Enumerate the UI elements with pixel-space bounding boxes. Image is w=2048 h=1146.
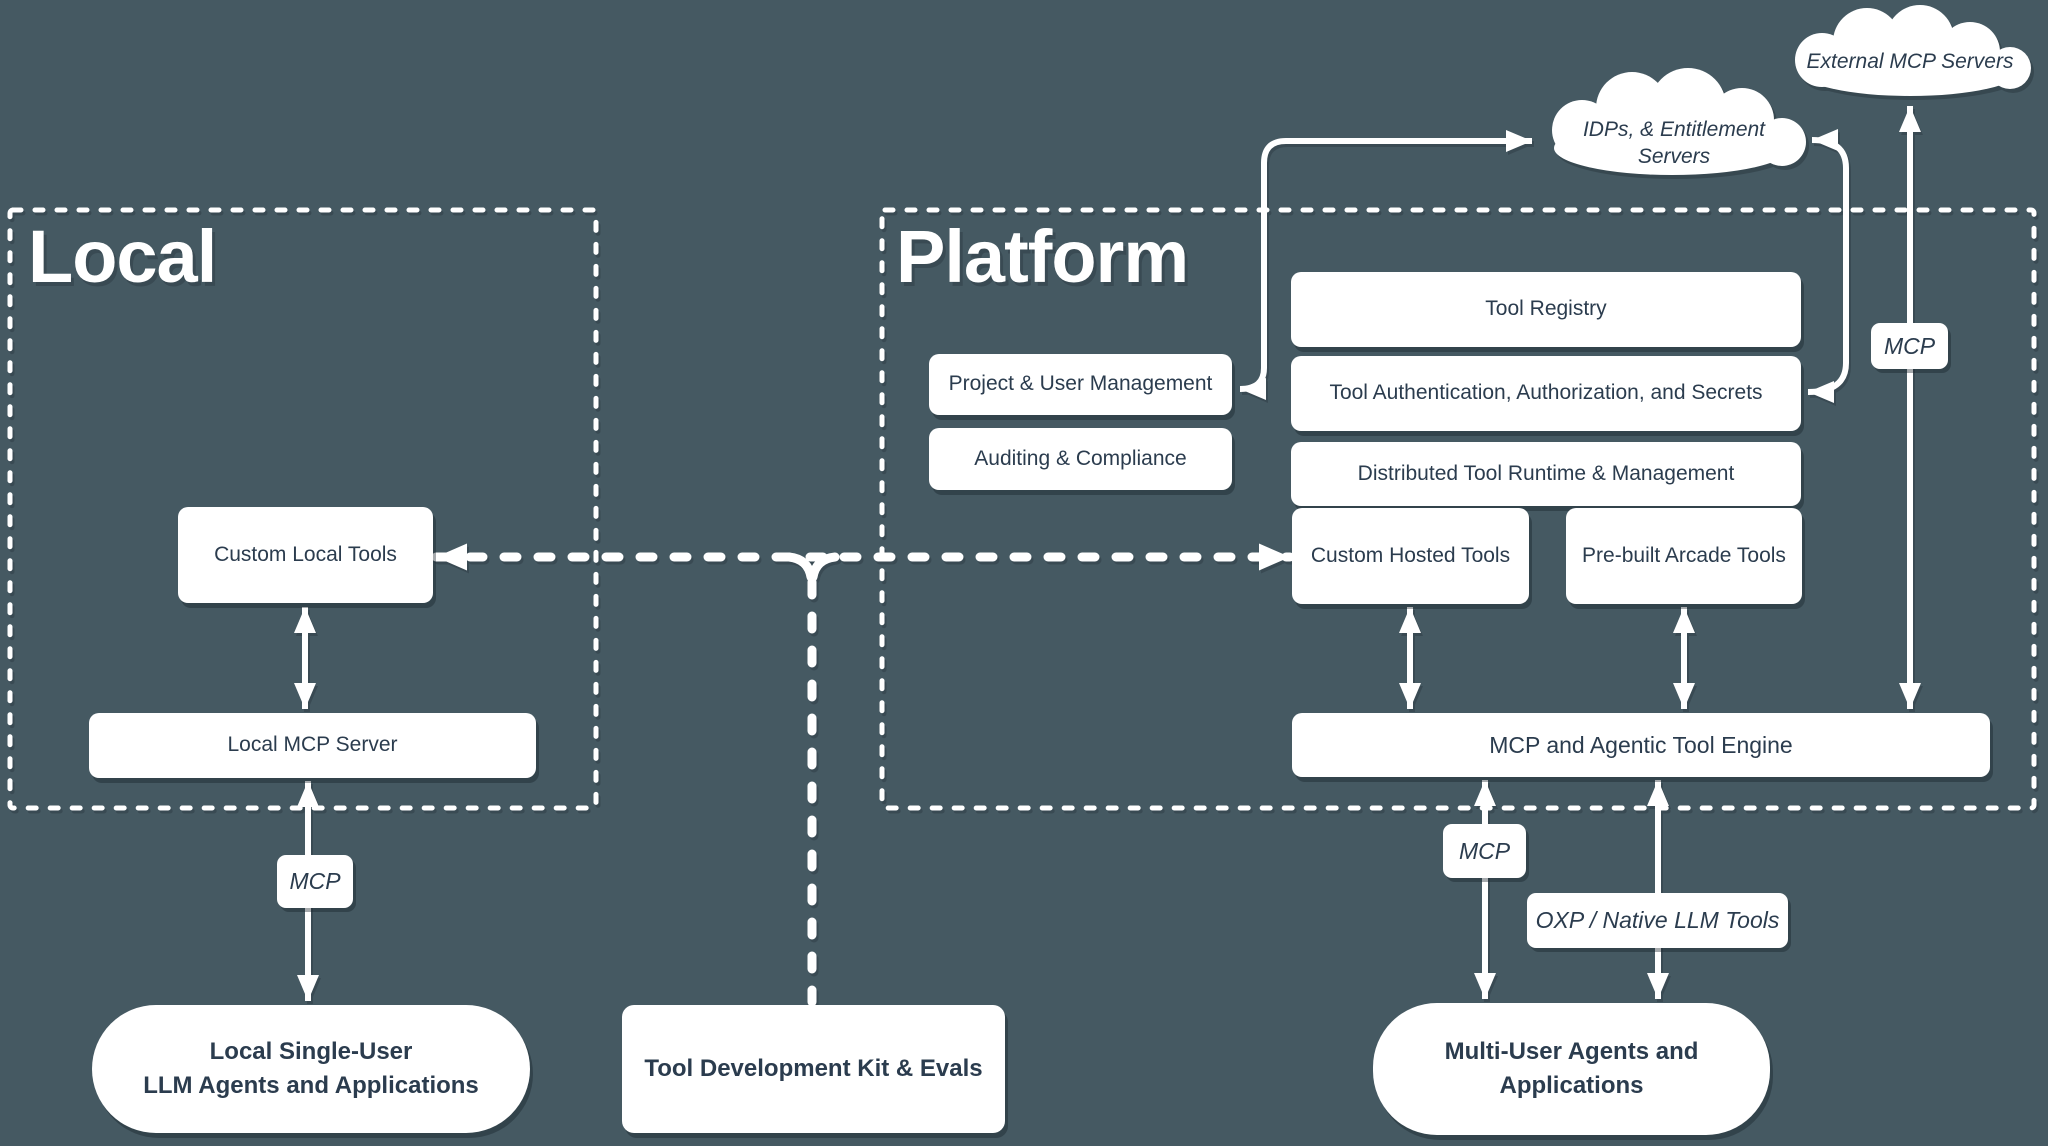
local-section-title: Local: [28, 215, 217, 298]
platform-section-title: Platform: [896, 215, 1189, 298]
node-distributed-runtime: Distributed Tool Runtime & Management: [1291, 442, 1801, 506]
chip-mcp-platform: MCP: [1443, 824, 1526, 878]
terminal-local-agents-line1: Local Single-User: [209, 1038, 413, 1065]
node-custom-hosted-tools: Custom Hosted Tools: [1292, 508, 1529, 604]
node-prebuilt-arcade-tools: Pre-built Arcade Tools: [1566, 508, 1802, 604]
tdk-branch-curve-left: [784, 552, 816, 582]
terminal-tool-development-kit: Tool Development Kit & Evals: [622, 1005, 1005, 1133]
node-mcp-agentic-tool-engine: MCP and Agentic Tool Engine: [1292, 713, 1990, 777]
idps-cloud-label-line1: IDPs, & Entitlement: [1582, 118, 1766, 141]
node-custom-local-tools: Custom Local Tools: [178, 507, 433, 603]
node-local-mcp-server: Local MCP Server: [89, 713, 536, 778]
idps-cloud-label-line2: Servers: [1637, 145, 1711, 168]
chip-mcp-local: MCP: [277, 855, 353, 908]
node-tool-registry: Tool Registry: [1291, 272, 1801, 347]
chip-mcp-external: MCP: [1871, 323, 1948, 369]
node-tool-authentication: Tool Authentication, Authorization, and …: [1291, 356, 1801, 431]
node-auditing-compliance: Auditing & Compliance: [929, 428, 1232, 490]
terminal-tdk-label: Tool Development Kit & Evals: [644, 1055, 983, 1082]
tdk-branch-curve-right: [808, 552, 840, 582]
terminal-local-agents-line2: LLM Agents and Applications: [143, 1072, 479, 1099]
terminal-multi-user-line2: Applications: [1499, 1072, 1644, 1099]
terminal-multi-user-agents: Multi-User Agents and Applications: [1373, 1003, 1770, 1135]
chip-oxp-native-llm-tools: OXP / Native LLM Tools: [1527, 893, 1788, 948]
project-user-to-idps-connector: [1239, 130, 1532, 400]
idps-cloud-label: IDPs, & Entitlement Servers: [1554, 116, 1794, 170]
tool-auth-to-idps-connector: [1807, 129, 1849, 403]
external-mcp-servers-cloud-label: External MCP Servers: [1806, 50, 2014, 73]
node-project-user-management: Project & User Management: [929, 354, 1232, 415]
terminal-local-agents: Local Single-User LLM Agents and Applica…: [92, 1005, 530, 1133]
terminal-multi-user-line1: Multi-User Agents and: [1444, 1038, 1699, 1065]
